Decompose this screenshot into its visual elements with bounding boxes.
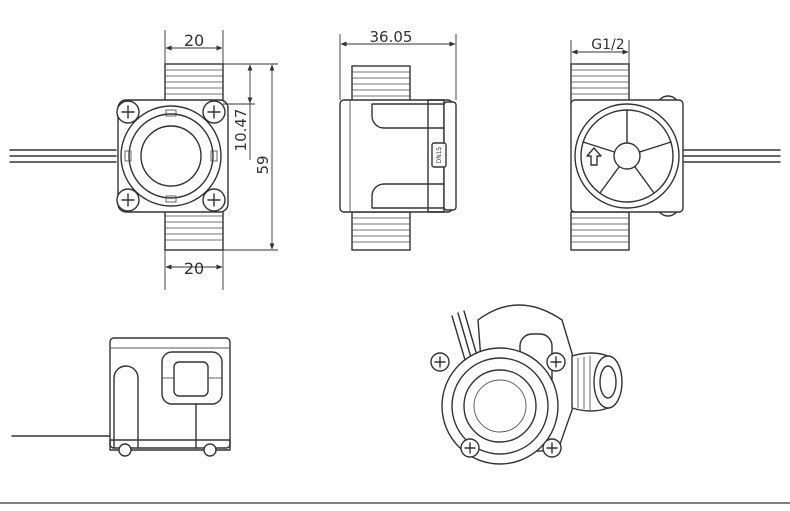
iso-screws (430, 352, 566, 458)
bottom-view (11, 337, 231, 457)
front-body (117, 99, 229, 213)
flow-arrow-icon (586, 147, 602, 166)
dim-front-width-bottom: 20 (184, 259, 204, 278)
dim-thread-size: G1/2 (591, 37, 624, 53)
dim-front-height-total: 59 (254, 155, 272, 174)
front-wires (9, 149, 117, 163)
front-top-thread (164, 63, 224, 105)
side-label-plate: DN15 (431, 142, 447, 168)
dim-side-length: 36.05 (370, 28, 413, 46)
iso-bore (463, 369, 537, 443)
iso-flange (441, 347, 559, 465)
side-dimensions: 36.05 (339, 28, 457, 100)
front-flange-ring (128, 113, 214, 199)
side-bottom-thread (351, 211, 411, 251)
front-bottom-thread (164, 209, 224, 251)
rear-bottom-thread (570, 211, 630, 251)
side-view: DN15 (339, 65, 457, 251)
rear-rotor-outer (574, 103, 680, 209)
rear-view (570, 63, 781, 251)
front-view (9, 63, 229, 251)
side-top-thread (351, 65, 411, 105)
dim-front-width-top: 20 (184, 31, 204, 50)
rear-wires (679, 149, 781, 163)
side-label-text: DN15 (436, 146, 443, 163)
front-screw-lugs (116, 100, 226, 212)
front-bore (140, 125, 202, 187)
rear-top-thread (570, 63, 630, 105)
rear-hub (613, 142, 641, 170)
dim-front-height-inner: 10.47 (232, 109, 250, 152)
front-dimensions: 20 20 10.47 59 (164, 30, 278, 290)
rear-dimensions: G1/2 (570, 37, 630, 64)
isometric-view (430, 304, 623, 465)
front-flange-outer (120, 105, 222, 207)
